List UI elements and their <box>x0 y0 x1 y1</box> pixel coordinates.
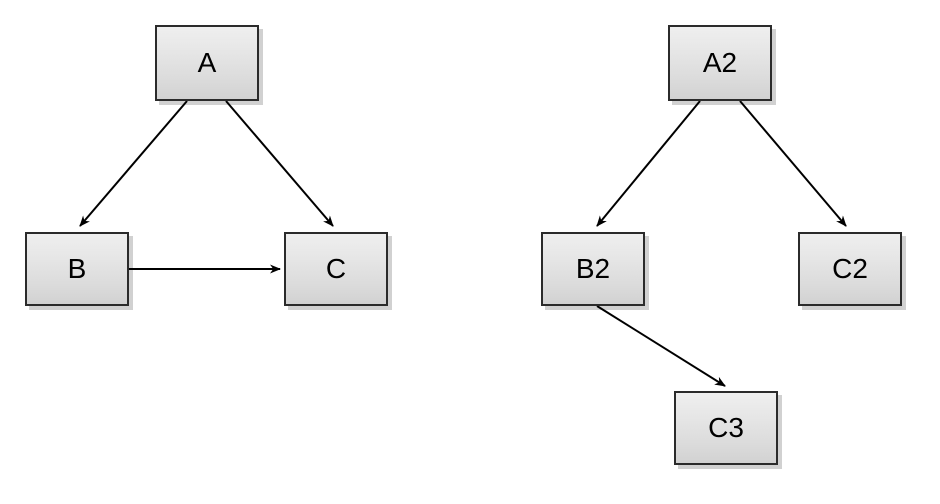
node-b[interactable]: B <box>25 232 129 306</box>
edge-A-to-C <box>225 100 334 227</box>
node-a[interactable]: A <box>155 25 259 101</box>
node-a2[interactable]: A2 <box>668 25 772 101</box>
node-b2-label: B2 <box>575 253 611 284</box>
node-c2-label: C2 <box>832 253 868 284</box>
node-c3[interactable]: C3 <box>674 391 778 465</box>
edge-A-to-B <box>79 100 188 227</box>
node-b-label: B <box>67 253 87 284</box>
node-b2[interactable]: B2 <box>541 232 645 306</box>
edge-B2-to-C3 <box>596 305 726 387</box>
node-c[interactable]: C <box>284 232 388 306</box>
edge-A2-to-B2 <box>596 100 701 227</box>
node-a-label: A <box>197 47 217 78</box>
node-c-label: C <box>325 253 347 284</box>
node-c3-label: C3 <box>708 412 744 443</box>
node-a2-label: A2 <box>702 47 738 78</box>
node-c2[interactable]: C2 <box>798 232 902 306</box>
edge-A2-to-C2 <box>739 100 847 227</box>
